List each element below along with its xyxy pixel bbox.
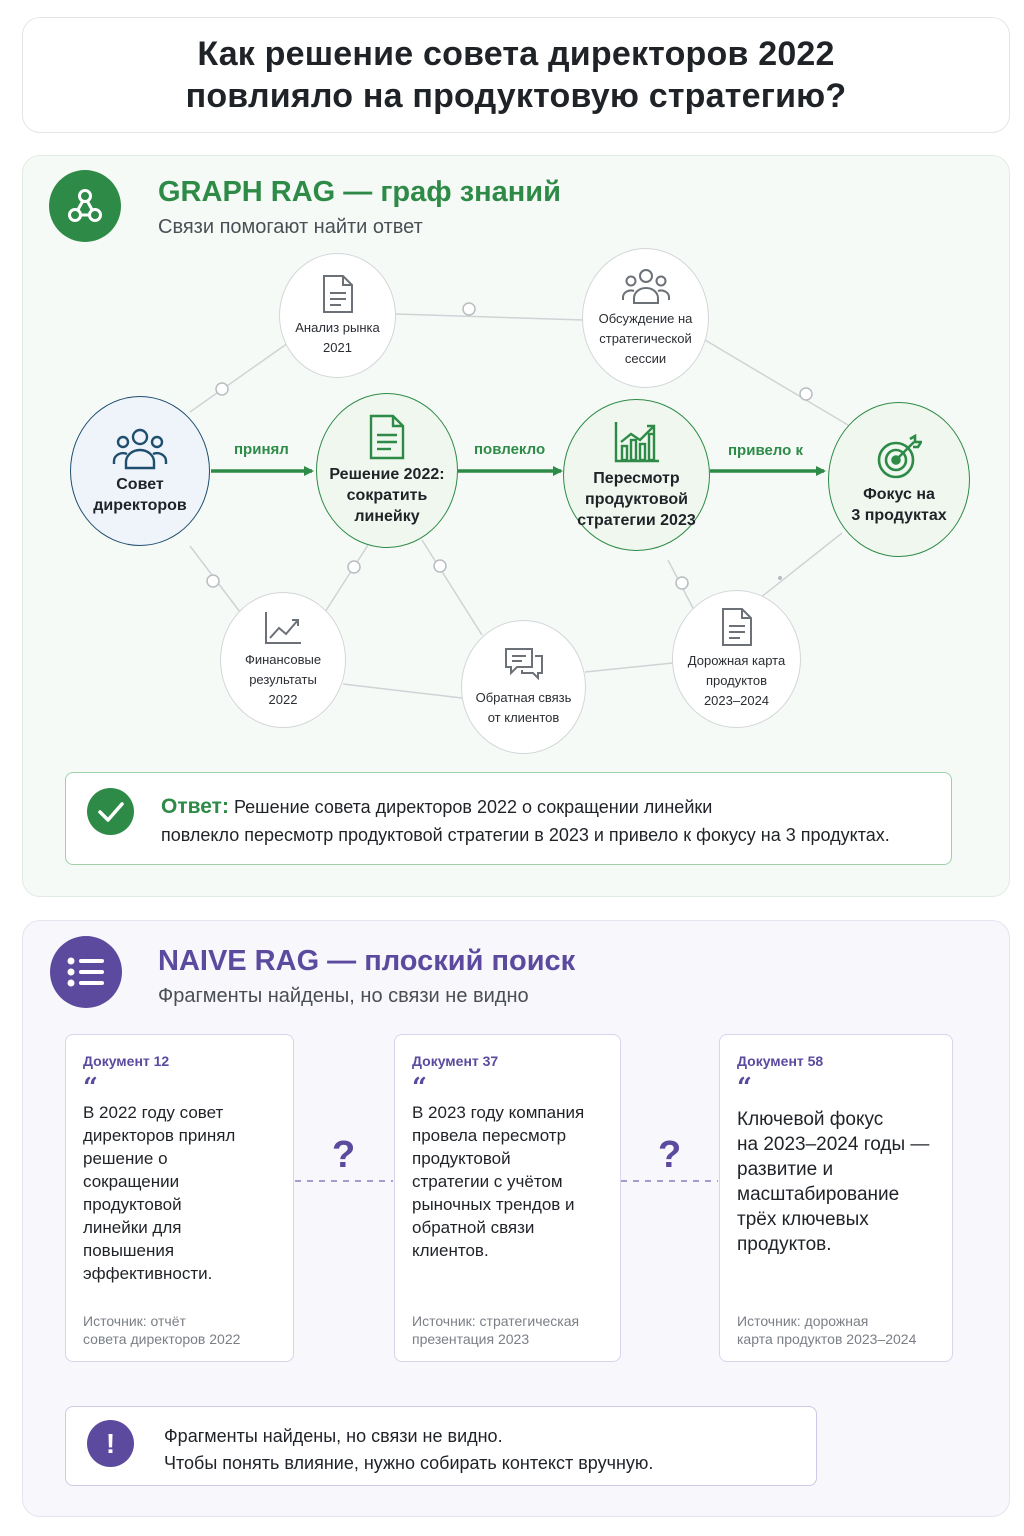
node-board-of-directors[interactable]: Совет директоров [70, 396, 210, 546]
bar-chart-icon [614, 421, 659, 462]
document-name: Документ 58 [737, 1053, 824, 1069]
document-icon [721, 608, 752, 646]
answer-label: Ответ: [161, 795, 229, 818]
edge-council-market [189, 342, 289, 413]
quote-icon: “ [412, 1073, 427, 1103]
node-product-roadmap-2023-2024[interactable]: Дорожная карта продуктов 2023–2024 [672, 590, 801, 728]
document-text: В 2023 году компания провела пересмотр п… [412, 1103, 585, 1260]
edge-feedback-roadmap [584, 662, 674, 673]
page-title: Как решение совета директоров 2022 повли… [185, 35, 847, 115]
document-name: Документ 12 [83, 1053, 170, 1069]
people-icon [112, 428, 168, 470]
graph-section-title: GRAPH RAG — граф знаний [158, 176, 561, 208]
answer-line-2: повлекло пересмотр продуктовой стратегии… [161, 825, 890, 845]
graph-junction-dot [462, 302, 476, 316]
graph-junction-dot [433, 559, 447, 573]
chat-icon [504, 648, 543, 681]
naive-section-subtitle: Фрагменты найдены, но связи не видно [158, 985, 529, 1007]
node-strategic-session[interactable]: Обсуждение на стратегической сессии [582, 248, 709, 388]
missing-link-question-mark: ? [658, 1134, 682, 1176]
question-title-card: Как решение совета директоров 2022 повли… [22, 17, 1010, 133]
edge-roadmap-focus [759, 532, 843, 599]
document-card-58[interactable]: Документ 58 “ Ключевой фокус на 2023–202… [719, 1034, 953, 1362]
document-text: Ключевой фокус на 2023–2024 годы — разви… [737, 1109, 930, 1255]
document-icon [369, 414, 405, 460]
node-customer-feedback[interactable]: Обратная связь от клиентов [461, 620, 586, 754]
edge-label-caused: повлекло [474, 441, 546, 458]
document-text: В 2022 году совет директоров принял реше… [83, 1103, 236, 1283]
node-label: Обратная связь от клиентов [475, 690, 572, 725]
document-card-12[interactable]: Документ 12 “ В 2022 году совет директор… [65, 1034, 294, 1362]
quote-icon: “ [737, 1073, 752, 1103]
graph-junction-dot [215, 382, 229, 396]
node-label: Пересмотр продуктовой стратегии 2023 [577, 469, 696, 529]
edge-finance-feedback [342, 683, 463, 699]
node-strategy-revision-2023[interactable]: Пересмотр продуктовой стратегии 2023 [563, 399, 710, 551]
naive-warning-box: ! Фрагменты найдены, но связи не видно. … [65, 1406, 817, 1486]
node-market-analysis-2021[interactable]: Анализ рынка 2021 [279, 253, 396, 378]
answer-line-1: Решение совета директоров 2022 о сокраще… [233, 797, 713, 817]
warning-text: Фрагменты найдены, но связи не видно. Чт… [164, 1426, 654, 1473]
document-source: Источник: отчёт совета директоров 2022 [83, 1313, 241, 1347]
edge-session-focus [704, 339, 849, 426]
group-icon [621, 269, 670, 304]
graph-junction-dot [206, 574, 220, 588]
graph-junction-dot [675, 576, 689, 590]
answer-text: Ответ: Решение совета директоров 2022 о … [161, 793, 890, 849]
document-source: Источник: стратегическая презентация 202… [412, 1313, 580, 1347]
node-label: Решение 2022: сократить линейку [329, 466, 445, 525]
graph-junction-dot [347, 560, 361, 574]
node-financial-results-2022[interactable]: Финансовые результаты 2022 [220, 592, 346, 728]
edge-label-accepted: принял [234, 441, 289, 458]
document-icon [322, 274, 353, 313]
node-label: Финансовые результаты 2022 [244, 652, 322, 707]
node-focus-3-products[interactable]: Фокус на 3 продуктах [828, 402, 970, 557]
graph-network-icon [49, 170, 121, 242]
node-decision-2022[interactable]: Решение 2022: сократить линейку [316, 393, 458, 548]
edge-decision-finance [324, 544, 369, 613]
graph-answer-box: Ответ: Решение совета директоров 2022 о … [65, 772, 952, 865]
quote-icon: “ [83, 1073, 98, 1103]
missing-link-question-mark: ? [332, 1134, 356, 1176]
node-label: Совет директоров [93, 476, 187, 514]
naive-section-title: NAIVE RAG — плоский поиск [158, 945, 576, 977]
node-label: Анализ рынка 2021 [295, 319, 380, 355]
node-label: Обсуждение на стратегической сессии [598, 311, 693, 366]
document-name: Документ 37 [412, 1053, 499, 1069]
edge-label-led-to: привело к [728, 442, 803, 459]
target-icon [877, 433, 922, 478]
edge-decision-feedback [421, 539, 483, 636]
exclamation-icon: ! [87, 1420, 134, 1467]
node-label: Дорожная карта продуктов 2023–2024 [687, 653, 786, 708]
graph-junction-dot [778, 576, 782, 580]
node-label: Фокус на 3 продуктах [851, 485, 947, 524]
graph-junction-dot [799, 387, 813, 401]
document-card-37[interactable]: Документ 37 “ В 2023 году компания прове… [394, 1034, 621, 1362]
graph-section-subtitle: Связи помогают найти ответ [158, 216, 423, 238]
edge-market-session [395, 313, 584, 321]
checkmark-icon [87, 788, 134, 835]
document-source: Источник: дорожная карта продуктов 2023–… [737, 1313, 917, 1347]
list-icon [50, 936, 122, 1008]
line-chart-icon [265, 612, 301, 644]
